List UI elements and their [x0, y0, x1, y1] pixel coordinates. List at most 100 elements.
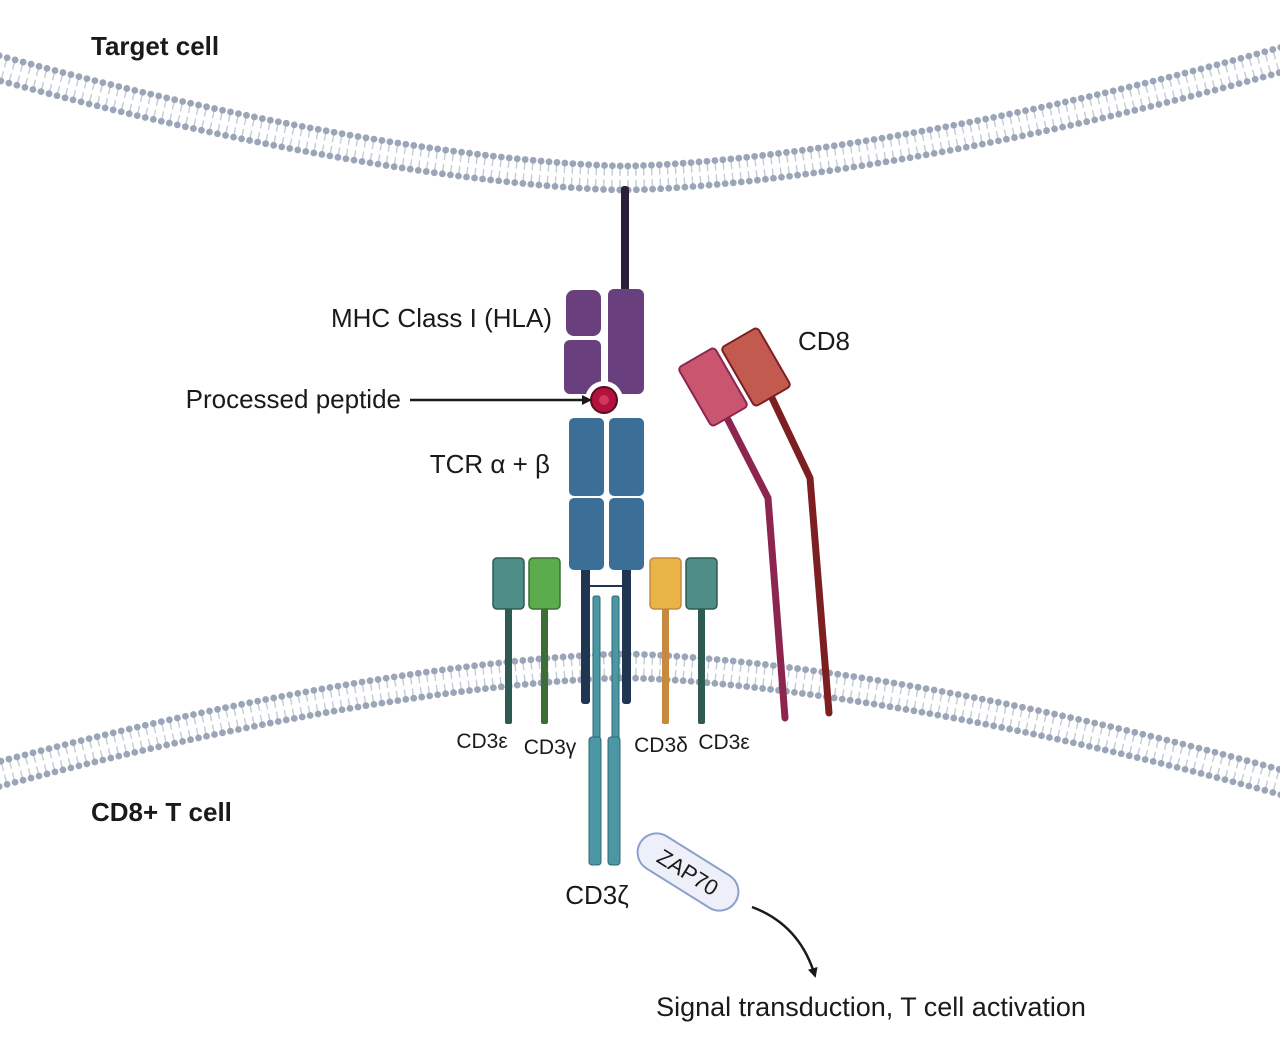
lipid-head: [681, 653, 689, 661]
lipid-head: [1011, 134, 1018, 141]
lipid-head: [230, 702, 237, 710]
lipid-head: [958, 120, 966, 128]
lipid-head: [1165, 73, 1173, 81]
lipid-head: [0, 77, 5, 85]
lipid-head: [495, 177, 503, 185]
lipid-head: [978, 695, 986, 703]
lipid-head: [519, 657, 527, 664]
lipid-head: [577, 160, 585, 168]
lipid-head: [1197, 770, 1205, 777]
cd8: [678, 327, 833, 722]
lipid-head: [101, 104, 109, 112]
lipid-head: [743, 683, 751, 691]
lipid-head: [250, 722, 258, 730]
lipid-head: [898, 680, 906, 688]
lipid-head: [966, 118, 974, 126]
lipid-head: [471, 662, 478, 670]
lipid-head: [1069, 96, 1077, 104]
lipid-head: [655, 675, 663, 683]
lipid-head: [761, 661, 769, 668]
lipid-head: [914, 683, 922, 691]
lipid-head: [882, 678, 890, 686]
lipid-head: [1269, 46, 1277, 53]
lipid-head: [822, 143, 830, 151]
lipid-head: [338, 706, 346, 714]
lipid-head: [306, 124, 314, 132]
lipid-head: [745, 659, 753, 667]
lipid-head: [434, 691, 442, 699]
lipid-head: [1251, 75, 1259, 83]
cd8-beta-domain: [721, 327, 791, 407]
lipid-head: [258, 115, 266, 122]
lipid-head: [551, 654, 559, 661]
lipid-head: [665, 184, 673, 192]
lipid-head: [131, 86, 139, 94]
lipid-head: [786, 172, 793, 180]
lipid-head: [489, 152, 497, 160]
lipid-head: [950, 714, 958, 722]
lipid-head: [1093, 91, 1101, 99]
lipid-head: [1211, 748, 1219, 756]
lipid-head: [862, 137, 870, 145]
cd3-gamma: [528, 557, 561, 724]
lipid-head: [938, 148, 946, 156]
lipid-head: [131, 748, 139, 756]
lipid-head: [966, 717, 974, 725]
lipid-head: [1099, 114, 1107, 122]
lipid-head: [970, 694, 978, 701]
lipid-head: [115, 752, 123, 760]
tcr-alpha-stalk: [581, 566, 590, 704]
lipid-head: [970, 142, 978, 150]
lipid-head: [982, 115, 990, 123]
lipid-head: [878, 134, 886, 142]
lipid-head: [326, 684, 334, 691]
lipid-head: [53, 743, 61, 751]
lipid-head: [1259, 761, 1267, 769]
lipid-head: [551, 182, 559, 190]
lipid-head: [11, 56, 19, 64]
lipid-head: [43, 770, 51, 778]
lipid-head: [719, 680, 727, 688]
lipid-head: [1093, 744, 1101, 752]
lipid-head: [1109, 87, 1117, 95]
lipid-head: [474, 686, 481, 693]
lipid-head: [671, 676, 679, 684]
lipid-head: [438, 170, 446, 178]
lipid-head: [117, 108, 125, 116]
lipid-head: [711, 157, 719, 164]
lipid-head: [990, 113, 997, 121]
lipid-head: [214, 705, 221, 713]
lipid-head: [1213, 61, 1221, 69]
lipid-head: [1069, 739, 1077, 747]
lipid-head: [810, 667, 818, 675]
lipid-head: [1245, 52, 1253, 60]
lipid-head: [978, 140, 986, 148]
lipid-head: [826, 167, 834, 175]
lipid-head: [753, 660, 761, 668]
lipid-head: [466, 687, 473, 694]
lipid-head: [673, 652, 681, 660]
lipid-head: [394, 139, 402, 147]
lipid-head: [608, 186, 616, 194]
lipid-head: [802, 170, 810, 178]
lipid-head: [1165, 761, 1173, 769]
lipid-head: [270, 141, 278, 149]
cd3g-label: CD3γ: [524, 736, 577, 759]
lipid-head: [251, 113, 258, 121]
lipid-head: [398, 164, 406, 172]
lipid-head: [791, 147, 798, 155]
lipid-head: [85, 100, 93, 108]
lipid-head: [1181, 765, 1189, 773]
lipid-head: [878, 701, 886, 709]
lipid-head: [567, 652, 575, 660]
lipid-head: [902, 130, 910, 138]
lipid-head: [1014, 727, 1021, 735]
t-cell-label: CD8+ T cell: [91, 797, 232, 827]
lipid-head: [497, 153, 505, 161]
lipid-head: [1027, 130, 1034, 138]
lipid-head: [1043, 708, 1050, 716]
lipid-head: [918, 127, 926, 135]
lipid-head: [890, 157, 898, 164]
lipid-head: [474, 150, 481, 158]
lipid-head: [994, 698, 1002, 706]
